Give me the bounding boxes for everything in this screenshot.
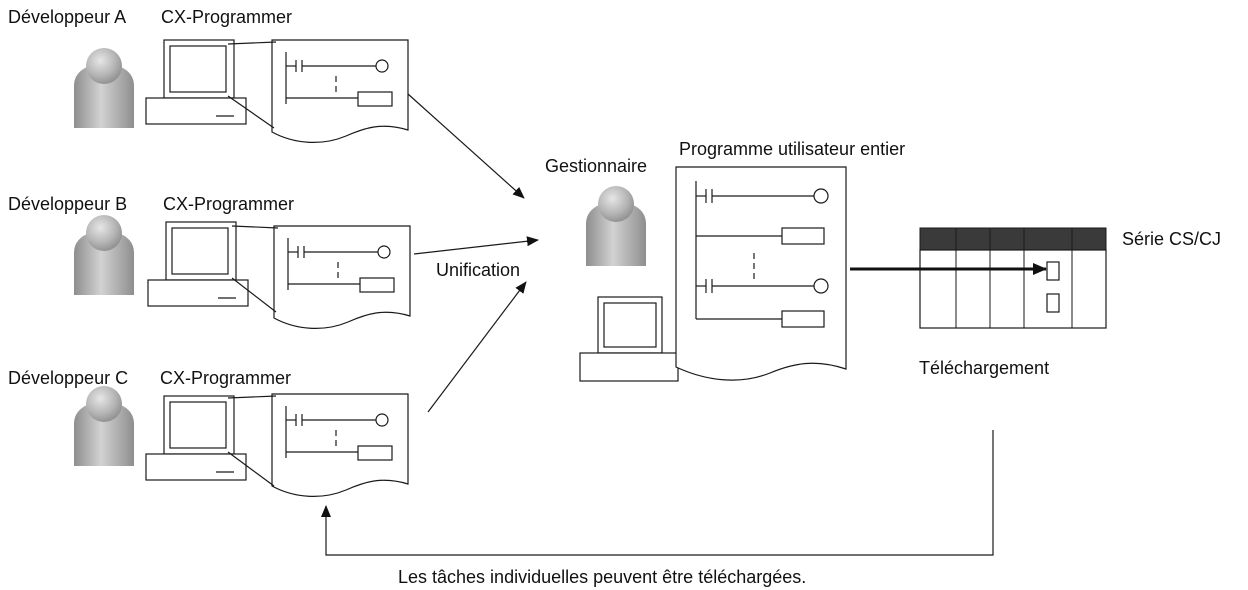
developer-a-callout-top (227, 41, 277, 45)
developer-a-person-icon (74, 48, 134, 128)
developer-b-person-icon (74, 215, 134, 295)
developer-c-callout-top (227, 395, 277, 399)
return-note: Les tâches individuelles peuvent être té… (398, 567, 806, 587)
developer-b-tool-label: CX-Programmer (163, 194, 294, 214)
developer-a-callout-bottom (227, 95, 275, 129)
developer-b-callout-bottom (231, 277, 277, 313)
manager-person-icon (586, 186, 646, 266)
plc-series-label: Série CS/CJ (1122, 229, 1221, 249)
plc-rack (919, 227, 1107, 329)
developer-b-computer-icon (147, 221, 249, 307)
full-program-title: Programme utilisateur entier (679, 139, 905, 159)
developer-c-person-icon (74, 386, 134, 466)
developer-a-label: Développeur A (8, 7, 126, 27)
developer-c-callout-bottom (227, 451, 275, 487)
upload-return-arrow (321, 430, 994, 556)
developer-a-program-document (271, 39, 409, 144)
download-label: Téléchargement (919, 358, 1049, 378)
merge-arrow-a (407, 93, 525, 199)
full-program-document (675, 166, 847, 381)
developer-c-computer-icon (145, 395, 247, 481)
manager-label: Gestionnaire (545, 156, 647, 176)
developer-b-callout-top (231, 225, 279, 229)
developer-b-program-document (273, 225, 411, 330)
developer-c-label: Développeur C (8, 368, 128, 388)
developer-c-tool-label: CX-Programmer (160, 368, 291, 388)
merge-label: Unification (436, 260, 520, 280)
developer-a-computer-icon (145, 39, 247, 125)
merge-arrow-b (413, 236, 539, 255)
developer-a-tool-label: CX-Programmer (161, 7, 292, 27)
developer-c-program-document (271, 393, 409, 498)
manager-computer-icon (579, 296, 679, 382)
developer-b-label: Développeur B (8, 194, 127, 214)
merge-arrow-c (427, 281, 527, 413)
